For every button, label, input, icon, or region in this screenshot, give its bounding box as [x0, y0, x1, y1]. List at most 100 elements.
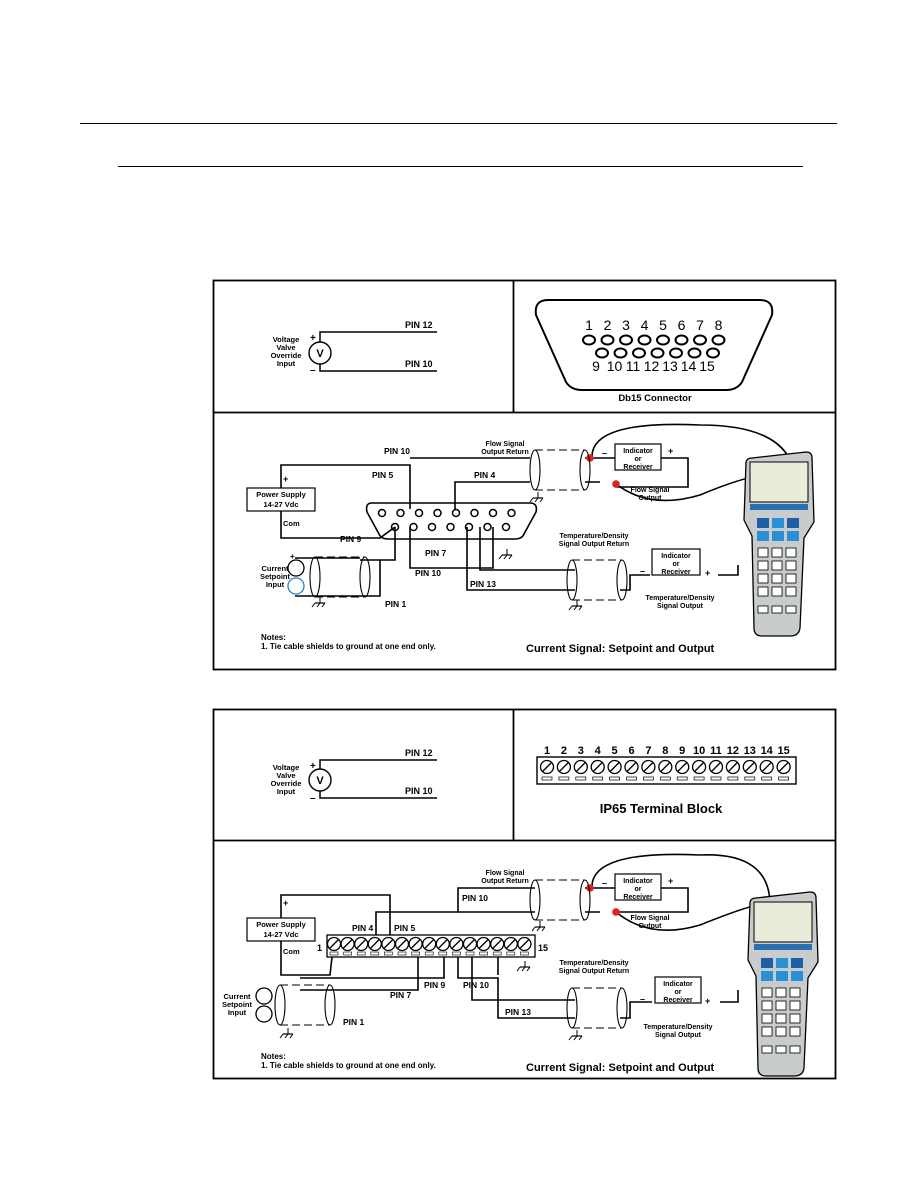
- diagram-label: Signal Output: [655, 1032, 702, 1039]
- diagram-label: Notes:: [261, 1052, 286, 1061]
- terminal-slot: [710, 776, 722, 781]
- device-label-line: Voltage: [273, 335, 300, 344]
- diagram-label: Power Supply: [256, 920, 306, 929]
- pin-number: 11: [626, 358, 641, 374]
- diagram-label: +: [668, 446, 673, 456]
- device-label-line: Override: [271, 351, 302, 360]
- terminal-number: 11: [710, 745, 722, 757]
- terminal-screw: [641, 759, 656, 775]
- pin-hole: [488, 508, 498, 518]
- meter-symbol: V: [316, 348, 324, 360]
- diagram-label: Output Return: [481, 449, 528, 456]
- pin-hole: [669, 347, 683, 359]
- pin-hole: [674, 334, 689, 346]
- terminal-screw: [517, 936, 532, 952]
- diagram-label: PIN 5: [394, 923, 416, 933]
- diagram-label: Input: [277, 787, 296, 796]
- terminal-screw: [607, 759, 622, 775]
- diagram-label: Temperature/Density: [559, 960, 628, 967]
- terminal-number: 2: [561, 745, 567, 757]
- terminal-slot: [541, 776, 553, 781]
- diagram-label: Input: [228, 1008, 247, 1017]
- terminal-slot: [744, 776, 756, 781]
- terminal-screw: [394, 936, 410, 952]
- diagram-label: Flow Signal: [631, 915, 670, 922]
- terminal-slot: [329, 951, 339, 956]
- pin-number: 13: [662, 358, 678, 374]
- terminal-screw: [708, 759, 724, 775]
- diagram-label: +: [290, 552, 295, 561]
- hart-communicator-icon: [743, 451, 815, 637]
- diagram-label: Flow Signal: [486, 441, 525, 448]
- svg-text:–: –: [640, 566, 645, 576]
- diagram-label: +: [310, 333, 316, 344]
- pin-hole: [433, 508, 442, 518]
- diagram-label: Setpoint: [260, 572, 290, 581]
- diagram-label: PIN 10: [415, 568, 441, 578]
- terminal-slot: [609, 776, 620, 781]
- terminal-number: 10: [693, 745, 705, 757]
- diagram-label: PIN 13: [470, 579, 496, 589]
- terminal-screw: [354, 936, 369, 952]
- diagram-label: 14-27 Vdc: [263, 930, 298, 939]
- diagram-label: PIN 12: [405, 748, 433, 758]
- terminal-slot: [520, 951, 529, 956]
- diagram-label: Flow Signal: [486, 870, 525, 877]
- terminal-slot: [424, 951, 434, 956]
- diagram-label: Input: [266, 580, 285, 589]
- terminal-screw: [340, 936, 355, 952]
- pin-number: 9: [592, 358, 600, 374]
- terminal-number: 1: [544, 745, 550, 757]
- figure-caption: Current Signal: Setpoint and Output: [526, 643, 715, 655]
- pin-hole: [632, 347, 646, 359]
- terminal-screw: [742, 759, 757, 775]
- terminal-slot: [626, 776, 637, 781]
- diagram-label: +: [283, 898, 288, 908]
- diagram-label: Temperature/Density: [559, 533, 628, 540]
- svg-text:–: –: [602, 878, 607, 888]
- pin-hole: [501, 522, 511, 532]
- pin-number: 5: [659, 317, 667, 333]
- pin-hole: [377, 508, 387, 518]
- diagram-label: +: [705, 568, 710, 578]
- terminal-number: 14: [761, 745, 774, 757]
- pin-hole: [595, 347, 609, 359]
- terminal-number: 7: [645, 745, 651, 757]
- pin-number: 1: [585, 317, 593, 333]
- diagram-label: Current: [223, 992, 251, 1001]
- diagram-label: Setpoint: [222, 1000, 252, 1009]
- diagram-label: Output: [639, 923, 663, 930]
- terminal-screw: [367, 936, 382, 952]
- pin-hole: [451, 508, 461, 518]
- terminal-slot: [592, 776, 604, 781]
- diagram-label: Indicator: [661, 553, 691, 560]
- diagram-label: PIN 7: [425, 548, 447, 558]
- terminal-screw: [590, 759, 605, 775]
- terminal-screw: [326, 936, 342, 952]
- terminal-number: 13: [744, 745, 756, 757]
- terminal-number: 9: [679, 745, 685, 757]
- terminal-slot: [492, 951, 502, 956]
- diagram-label: 1. Tie cable shields to ground at one en…: [261, 1061, 436, 1070]
- diagram-label: Indicator: [623, 448, 653, 455]
- terminal-screw: [476, 936, 491, 952]
- terminal-screw: [462, 936, 478, 952]
- terminal-slot: [643, 776, 654, 781]
- terminal-slot: [506, 951, 516, 956]
- terminal-slot: [438, 951, 448, 956]
- terminal-slot: [693, 776, 705, 781]
- pin-hole: [600, 334, 615, 346]
- diagram-label: Signal Output Return: [559, 541, 629, 548]
- terminal-screw: [691, 759, 707, 775]
- terminal-slot: [676, 776, 688, 781]
- diagram-label: or: [635, 886, 642, 893]
- terminal-screw: [490, 936, 505, 952]
- pin-number: 14: [681, 358, 697, 374]
- diagram-label: Receiver: [661, 569, 690, 576]
- terminal-slot: [727, 776, 739, 781]
- terminal-screw: [658, 759, 673, 775]
- terminal-slot: [411, 951, 420, 956]
- terminal-slot: [479, 951, 488, 956]
